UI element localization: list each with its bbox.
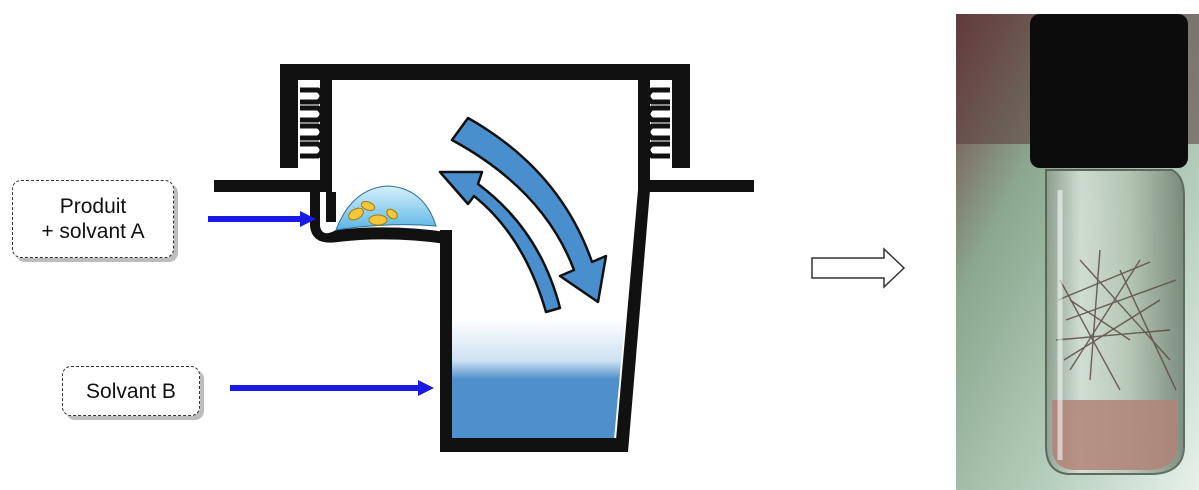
condensation-arrow-down [452,118,606,302]
right-flange [638,180,754,192]
product-droplet [336,186,436,230]
vial-cap [1030,14,1188,168]
result-arrow [812,249,904,287]
left-thread [300,90,322,156]
cup-left-wall [440,230,452,452]
cup-bottom [440,438,628,452]
feed-arrow-b [230,380,434,396]
right-wall [638,80,650,192]
left-wall [320,80,332,192]
right-thread [648,90,670,156]
solvent-b-liquid [452,318,625,440]
crystal-vial-photo [956,14,1199,490]
vial-residue [1052,400,1178,470]
feed-arrow-a [208,211,316,227]
